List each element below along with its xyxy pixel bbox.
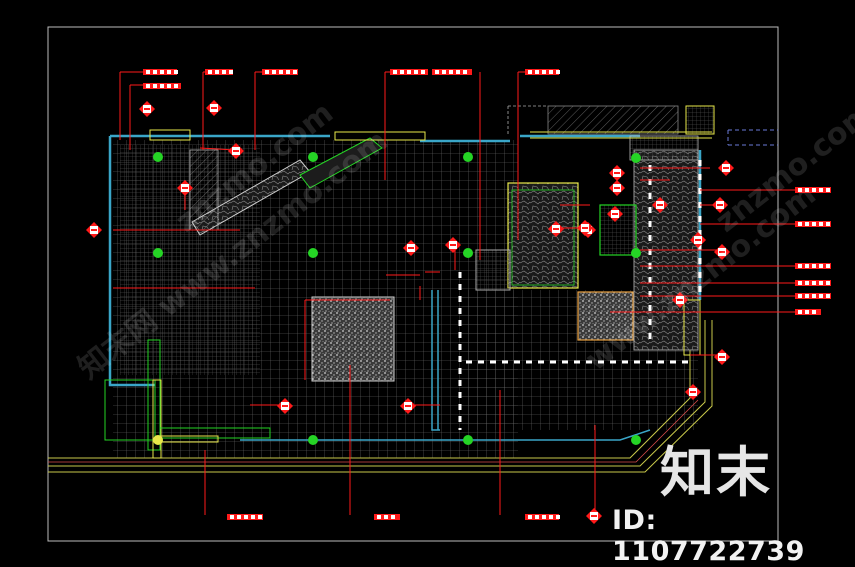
- diagonal-planter: [149, 129, 426, 236]
- label-plate: [795, 309, 821, 315]
- callout-marker: [577, 220, 593, 236]
- callout-marker: [445, 237, 461, 253]
- callout-marker: [712, 197, 728, 213]
- label-plate: [795, 187, 831, 193]
- label-plate: [227, 514, 263, 520]
- brand-logo-text: 知末: [660, 441, 772, 504]
- callout-marker: [714, 349, 730, 365]
- leader-line: [199, 147, 236, 151]
- callout-marker: [206, 100, 222, 116]
- label-plates: [143, 69, 831, 520]
- callout-marker: [685, 384, 701, 400]
- callout-marker: [177, 180, 193, 196]
- trees: [153, 152, 641, 445]
- callout-marker: [277, 398, 293, 414]
- label-plate: [525, 514, 560, 520]
- resource-id-text: ID: 1107722739: [612, 505, 805, 567]
- callout-marker: [718, 160, 734, 176]
- inner-wall: [240, 290, 651, 441]
- callout-marker: [86, 222, 102, 238]
- callout-marker: [652, 197, 668, 213]
- callout-marker: [403, 240, 419, 256]
- gravel-bed-center: [311, 296, 395, 382]
- callout-marker: [400, 398, 416, 414]
- label-plate: [795, 293, 831, 299]
- drawing-frame: [47, 26, 779, 542]
- label-plate: [262, 69, 298, 75]
- callout-marker: [607, 206, 623, 222]
- callout-marker: [690, 232, 706, 248]
- boundary-lines: [48, 310, 713, 473]
- label-plate: [143, 69, 178, 75]
- callout-marker: [609, 180, 625, 196]
- label-plate: [432, 69, 472, 75]
- label-plate: [143, 83, 181, 89]
- callout-marker: [228, 143, 244, 159]
- label-plate: [795, 221, 831, 227]
- label-plate: [795, 263, 831, 269]
- label-plate: [390, 69, 428, 75]
- callout-marker: [139, 101, 155, 117]
- dashed-marking: [458, 272, 690, 430]
- callout-marker: [672, 292, 688, 308]
- label-plate: [525, 69, 560, 75]
- gravel-bed-right: [577, 291, 634, 341]
- callout-marker: [609, 165, 625, 181]
- label-plate: [374, 514, 400, 520]
- callout-markers: [86, 100, 734, 524]
- label-plate: [205, 69, 233, 75]
- outer-wall: [108, 134, 702, 387]
- leader-lines: [113, 71, 795, 515]
- right-rooms: [475, 135, 701, 356]
- top-right-structures: [507, 105, 778, 146]
- callout-marker: [714, 244, 730, 260]
- label-plate: [795, 280, 831, 286]
- callout-marker: [586, 508, 602, 524]
- callout-marker: [548, 221, 564, 237]
